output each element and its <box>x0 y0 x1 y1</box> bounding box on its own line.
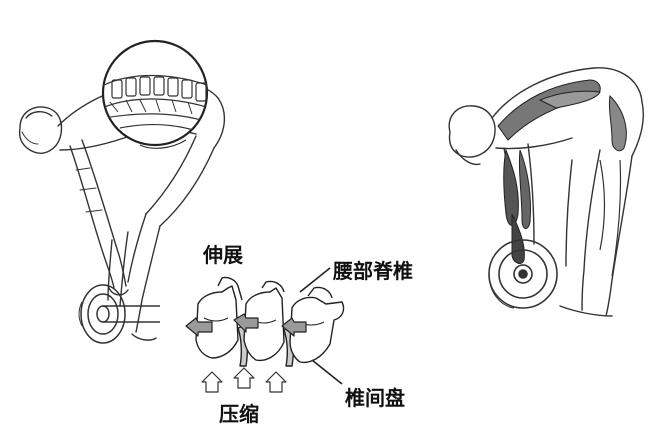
arrow-up-2 <box>233 367 255 389</box>
left-barbell <box>78 284 160 344</box>
arrow-down-3 <box>281 317 307 337</box>
zoom-circle-lumbar <box>101 39 209 149</box>
leader-disc <box>311 359 343 385</box>
arrow-down-1 <box>185 317 213 337</box>
arrow-up-3 <box>265 371 287 393</box>
intervertebral-disc-label: 椎间盘 <box>345 386 405 410</box>
vertebra-1 <box>195 285 239 359</box>
vertebra-2 <box>243 287 285 362</box>
arrow-down-2 <box>233 313 259 333</box>
vertebra-3 <box>289 296 345 364</box>
extension-arrows <box>185 313 307 337</box>
compression-arrows <box>201 367 287 393</box>
leader-lumbar-spine <box>299 267 331 293</box>
compression-label: 压缩 <box>219 402 259 426</box>
lumbar-spine-label: 腰部脊椎 <box>333 259 413 283</box>
leader-lines <box>299 267 343 385</box>
muscle-shading <box>497 79 627 277</box>
vertebrae-detail <box>195 276 345 367</box>
arrow-up-1 <box>201 371 223 393</box>
right-muscle-figure <box>448 67 644 317</box>
vertebra-row <box>111 76 207 102</box>
right-barbell <box>488 239 558 309</box>
extension-label: 伸展 <box>203 243 243 267</box>
